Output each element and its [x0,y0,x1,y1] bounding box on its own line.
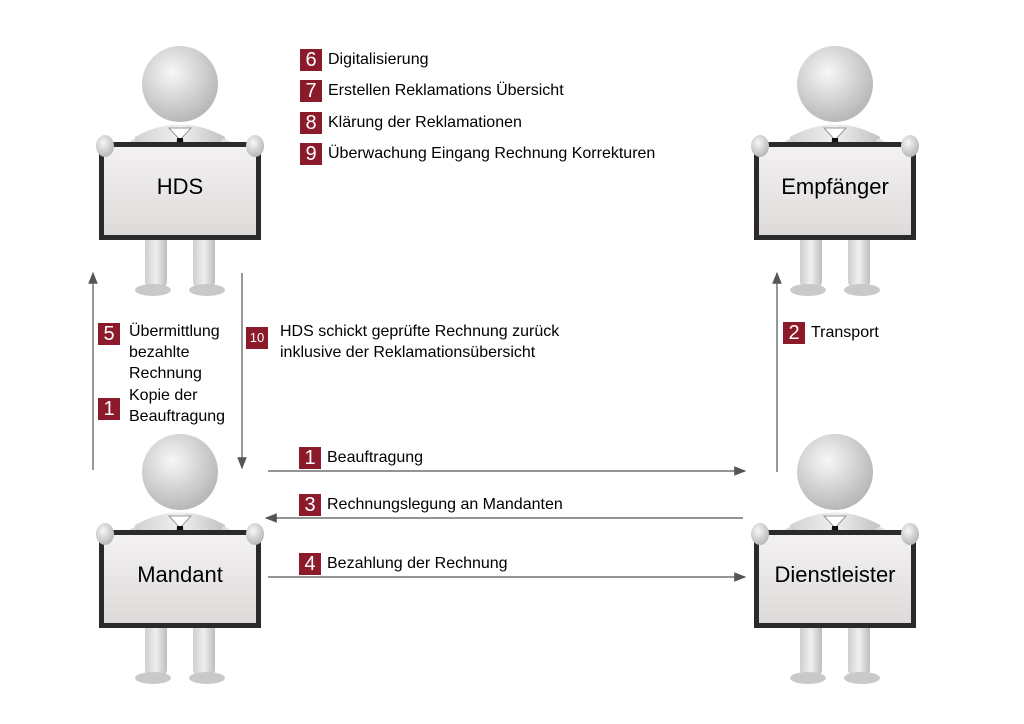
actor-label-dienstleister: Dienstleister [774,562,896,587]
step-1-copy-text: Kopie der Beauftragung [129,385,225,427]
step-number-badge: 1 [299,447,321,469]
step-5-line-3: Rechnung [129,365,202,382]
step-10-line-1: HDS schickt geprüfte Rechnung zurück [280,323,560,340]
flow-bezahlung: 4 Bezahlung der Rechnung [299,553,508,575]
person-figure-icon [95,45,265,297]
step-9: 9 Überwachung Eingang Rechnung Korrekture… [300,143,655,165]
step-5-line-2: bezahlte [129,344,190,361]
person-figure-icon [750,45,920,297]
step-1-copy-line-2: Beauftragung [129,408,226,425]
actor-label-mandant: Mandant [137,562,223,587]
step-number-badge: 2 [783,322,805,344]
figure-empfaenger: Empfänger [750,42,920,297]
person-figure-icon [750,433,920,685]
flow-text: Bezahlung der Rechnung [327,555,508,573]
actor-label-empfaenger: Empfänger [781,174,889,199]
flow-beauftragung: 1 Beauftragung [299,447,423,469]
figure-mandant: Mandant [95,430,265,685]
step-number-badge: 3 [299,494,321,516]
figure-dienstleister: Dienstleister [750,430,920,685]
step-7: 7 Erstellen Reklamations Übersicht [300,80,564,102]
step-6: 6 Digitalisierung [300,49,429,71]
actor-label-hds: HDS [156,174,204,199]
step-text: Überwachung Eingang Rechnung Korrekturen [328,145,656,163]
step-2: 2 Transport [783,322,879,344]
flow-text: Rechnungslegung an Mandanten [327,496,563,514]
step-text: Transport [811,324,879,342]
step-10-line-2: inklusive der Reklamationsübersicht [280,344,536,361]
step-number-badge: 7 [300,80,322,102]
step-10-text: HDS schickt geprüfte Rechnung zurück ink… [280,321,559,363]
step-text: Klärung der Reklamationen [328,114,522,132]
step-number-badge: 6 [300,49,322,71]
flow-rechnungslegung: 3 Rechnungslegung an Mandanten [299,494,563,516]
step-5-line-1: Übermittlung [129,323,220,340]
step-text: Digitalisierung [328,51,429,69]
step-1-copy-badge: 1 [98,398,120,420]
step-number-badge: 4 [299,553,321,575]
step-5-badge: 5 [98,323,120,345]
person-figure-icon [95,433,265,685]
step-number-badge: 8 [300,112,322,134]
step-5-text: Übermittlung bezahlte Rechnung [129,321,220,384]
step-8: 8 Klärung der Reklamationen [300,112,522,134]
step-number-badge: 9 [300,143,322,165]
flow-text: Beauftragung [327,449,424,467]
step-10-badge: 10 [246,327,268,349]
figure-hds: HDS [95,42,265,297]
step-text: Erstellen Reklamations Übersicht [328,82,564,100]
step-1-copy-line-1: Kopie der [129,387,198,404]
